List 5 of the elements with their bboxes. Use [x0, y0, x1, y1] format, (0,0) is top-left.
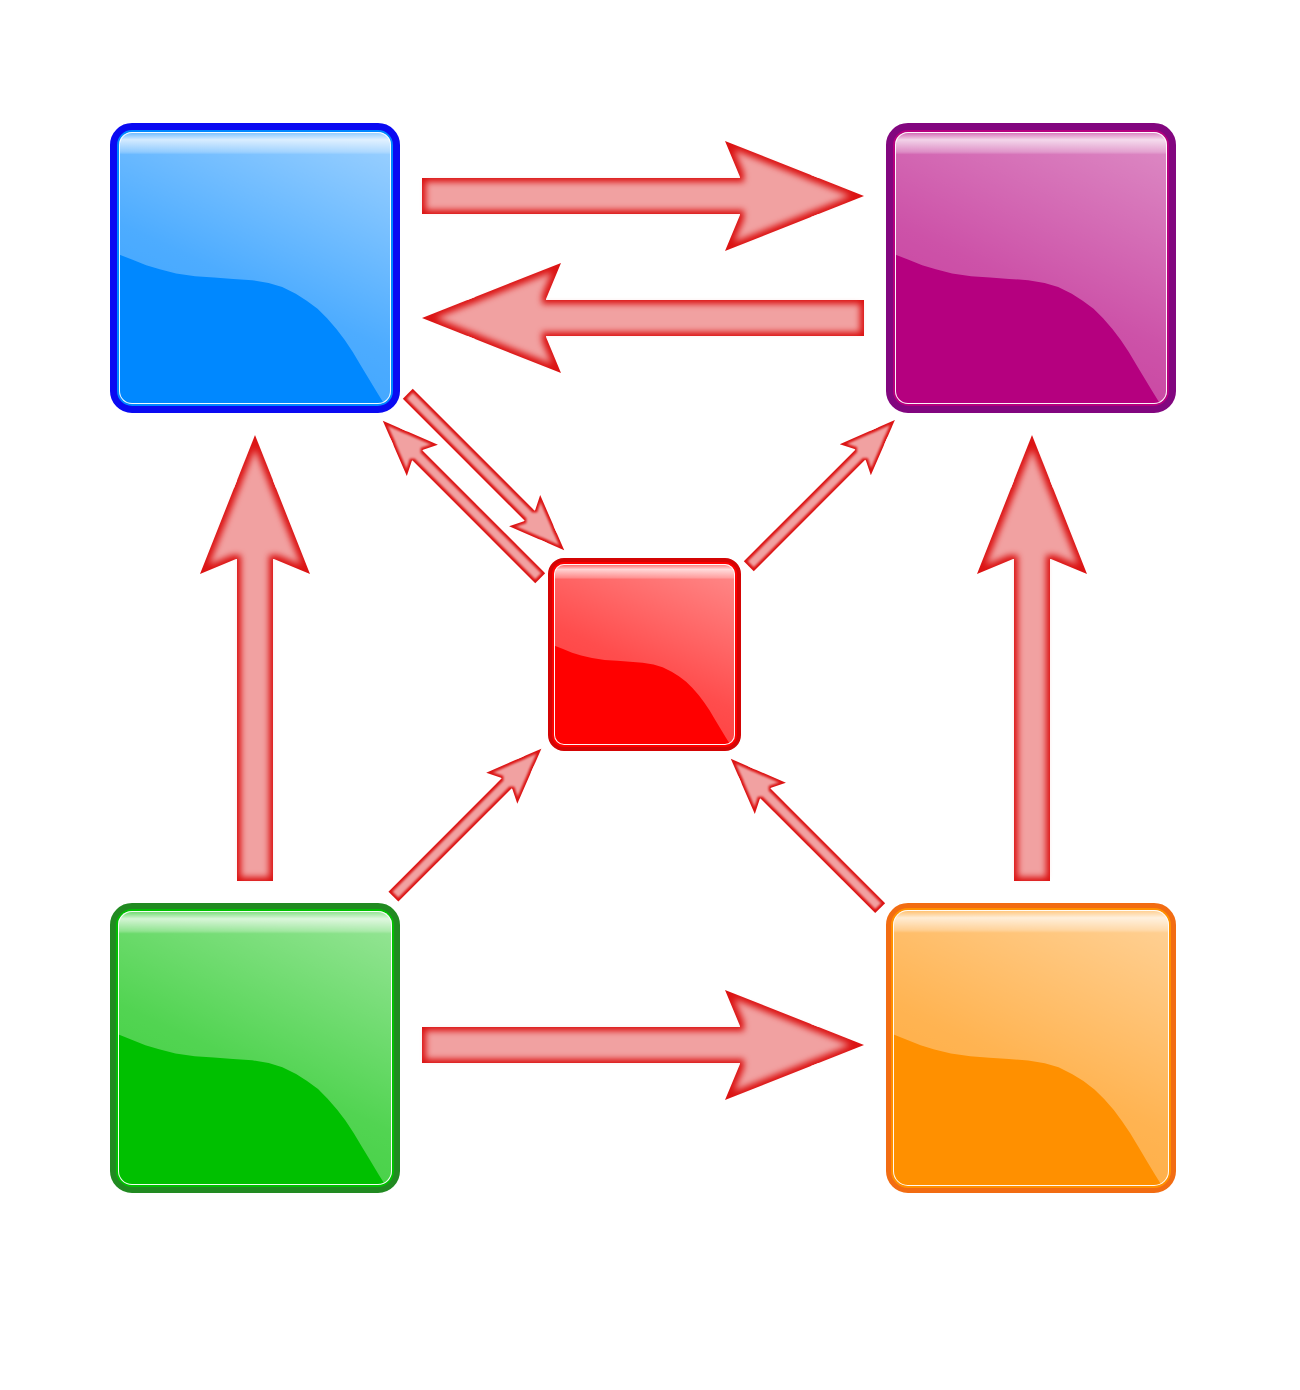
glossy-square [110, 903, 400, 1193]
glossy-square [886, 123, 1176, 413]
glossy-square [110, 123, 400, 413]
glossy-square [548, 558, 741, 751]
glossy-square [886, 903, 1176, 1193]
